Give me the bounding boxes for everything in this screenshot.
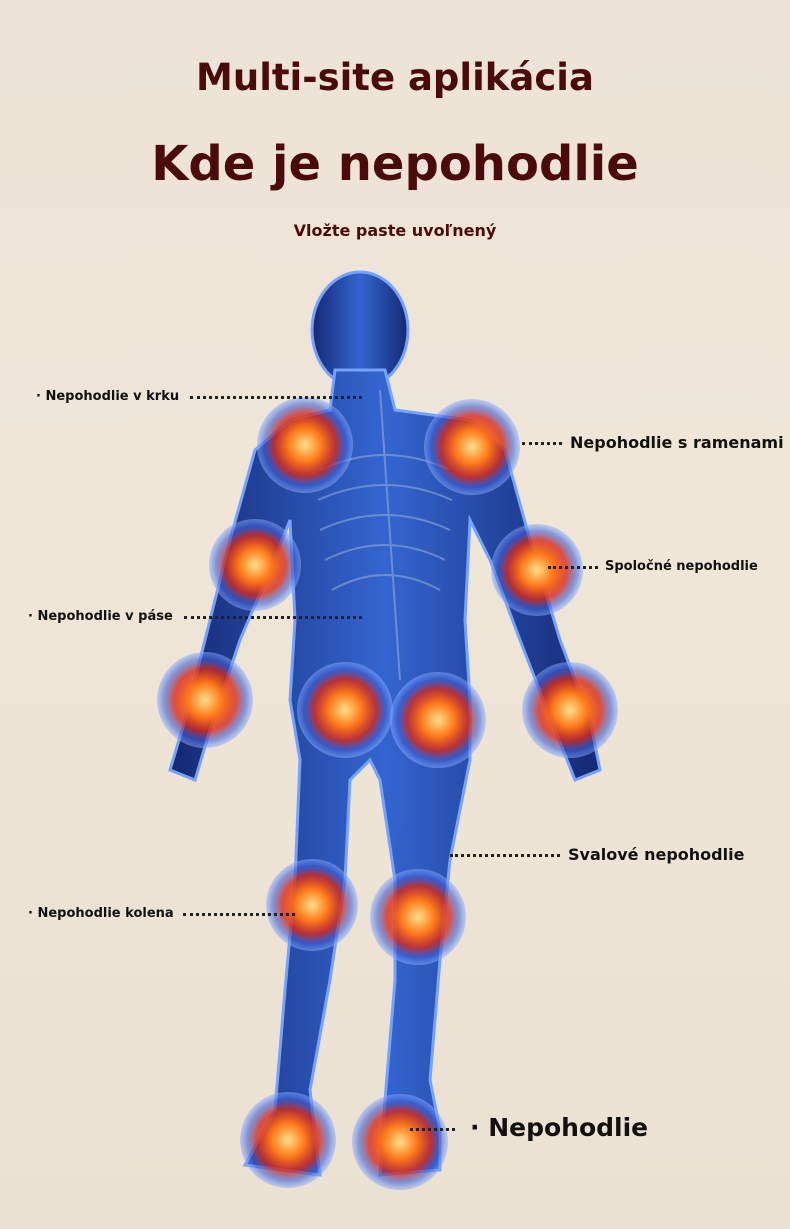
label-shoulders: Nepohodlie s ramenami bbox=[570, 433, 784, 452]
label-neck: · Nepohodlie v krku bbox=[36, 389, 180, 404]
left-shoulder-joint bbox=[257, 397, 353, 493]
label-waist-text: Nepohodlie v páse bbox=[37, 609, 173, 624]
label-neck-text: Nepohodlie v krku bbox=[45, 389, 180, 404]
right-foot-joint bbox=[352, 1094, 448, 1190]
leader-line-knee bbox=[183, 913, 295, 916]
right-shoulder-joint bbox=[424, 399, 520, 495]
right-hip-joint bbox=[390, 672, 486, 768]
label-knee-text: Nepohodlie kolena bbox=[37, 906, 174, 921]
leader-line-neck bbox=[190, 396, 362, 399]
label-foot: · Nepohodlie bbox=[470, 1113, 649, 1142]
leader-line-shoulders bbox=[522, 442, 562, 445]
right-elbow-joint bbox=[491, 524, 583, 616]
leader-line-joints bbox=[548, 566, 598, 569]
left-knee-joint bbox=[266, 859, 358, 951]
subtitle: Vložte paste uvoľnený bbox=[293, 221, 497, 240]
label-joints: Spoločné nepohodlie bbox=[605, 559, 758, 574]
headline: Kde je nepohodlie bbox=[151, 136, 639, 192]
right-wrist-joint bbox=[522, 662, 618, 758]
left-wrist-joint bbox=[157, 652, 253, 748]
label-knee: · Nepohodlie kolena bbox=[28, 906, 174, 921]
leader-line-muscle bbox=[450, 854, 560, 857]
left-foot-joint bbox=[240, 1092, 336, 1188]
left-hip-joint bbox=[297, 662, 393, 758]
label-muscle: Svalové nepohodlie bbox=[568, 845, 745, 864]
label-waist: · Nepohodlie v páse bbox=[28, 609, 173, 624]
label-foot-text: Nepohodlie bbox=[488, 1113, 649, 1142]
right-knee-joint bbox=[370, 869, 466, 965]
title: Multi-site aplikácia bbox=[196, 56, 594, 99]
leader-line-foot bbox=[410, 1128, 455, 1131]
pain-points bbox=[157, 397, 618, 1190]
leader-line-waist bbox=[184, 616, 362, 619]
left-elbow-joint bbox=[209, 519, 301, 611]
